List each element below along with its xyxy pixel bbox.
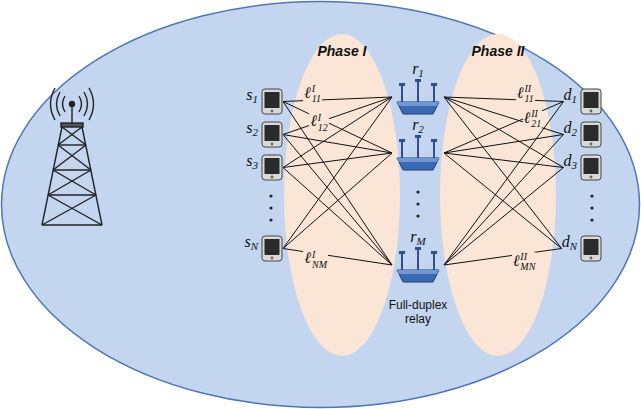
channel-label: ℓII11: [516, 84, 535, 104]
user-device: d1: [564, 88, 603, 115]
user-device: d2: [564, 121, 603, 148]
node-label: rM: [392, 228, 444, 246]
phone-icon: [261, 154, 283, 181]
channel-label: ℓIIMN: [512, 252, 537, 272]
phone-icon: [580, 235, 602, 262]
node-label: s2: [246, 119, 258, 137]
node-label: r1: [392, 60, 444, 78]
phase-ellipse: [439, 33, 557, 357]
phone-icon: [580, 154, 602, 181]
user-device: s1: [246, 88, 283, 115]
channel-label: ℓI11: [303, 84, 322, 104]
relay-icon: [393, 134, 443, 172]
phase-title: Phase I: [283, 33, 401, 59]
channel-link: [444, 168, 564, 266]
channel-link: [444, 249, 562, 266]
phone-icon: [580, 121, 602, 148]
channel-link: [283, 97, 392, 249]
channel-link: [444, 135, 564, 266]
user-device: sN: [244, 235, 283, 262]
node-label: s3: [246, 152, 258, 170]
node-label: d2: [564, 119, 578, 137]
channel-link: [283, 249, 392, 266]
channel-link: [444, 97, 562, 249]
channel-link: [283, 135, 392, 266]
channel-link: [444, 102, 564, 266]
channel-link: [283, 153, 392, 168]
user-device: dN: [562, 235, 602, 262]
channel-link: [283, 102, 392, 154]
channel-link: [444, 97, 564, 102]
node-label: d1: [564, 86, 578, 104]
node-label: d3: [564, 152, 578, 170]
relay-caption: Full-duplex relay: [383, 298, 453, 326]
channel-link: [444, 97, 564, 168]
channel-link: [283, 135, 392, 154]
phase-region: Phase II: [439, 33, 557, 357]
channel-link: [283, 97, 392, 102]
phone-icon: [580, 88, 602, 115]
channel-link: [283, 102, 392, 266]
channel-link: [444, 102, 564, 154]
channel-link: [444, 135, 564, 154]
user-device: s2: [246, 121, 283, 148]
channel-label: ℓII21: [523, 109, 543, 129]
channel-link: [444, 97, 564, 135]
node-label: dN: [562, 233, 577, 251]
phone-icon: [261, 88, 283, 115]
relay-node: r1: [392, 60, 444, 116]
phone-icon: [261, 121, 283, 148]
channel-link: [283, 97, 392, 135]
relay-node: r2: [392, 116, 444, 172]
relay-icon: [393, 246, 443, 284]
phone-icon: [261, 235, 283, 262]
channel-link: [283, 97, 392, 168]
channel-label: ℓINM: [303, 249, 328, 269]
phase-title: Phase II: [439, 33, 557, 59]
user-device: d3: [564, 154, 603, 181]
relay-icon: [393, 78, 443, 116]
channel-label: ℓI12: [309, 112, 329, 132]
base-station-tower: [42, 88, 102, 225]
node-label: sN: [244, 233, 258, 251]
user-device: s3: [246, 154, 283, 181]
node-label: r2: [392, 116, 444, 134]
channel-link: [283, 168, 392, 266]
channel-link: [283, 153, 392, 249]
channel-link: [444, 153, 564, 168]
node-label: s1: [246, 86, 258, 104]
phase-ellipse: [283, 33, 401, 357]
phase-region: Phase I: [283, 33, 401, 357]
relay-node: rM: [392, 228, 444, 284]
